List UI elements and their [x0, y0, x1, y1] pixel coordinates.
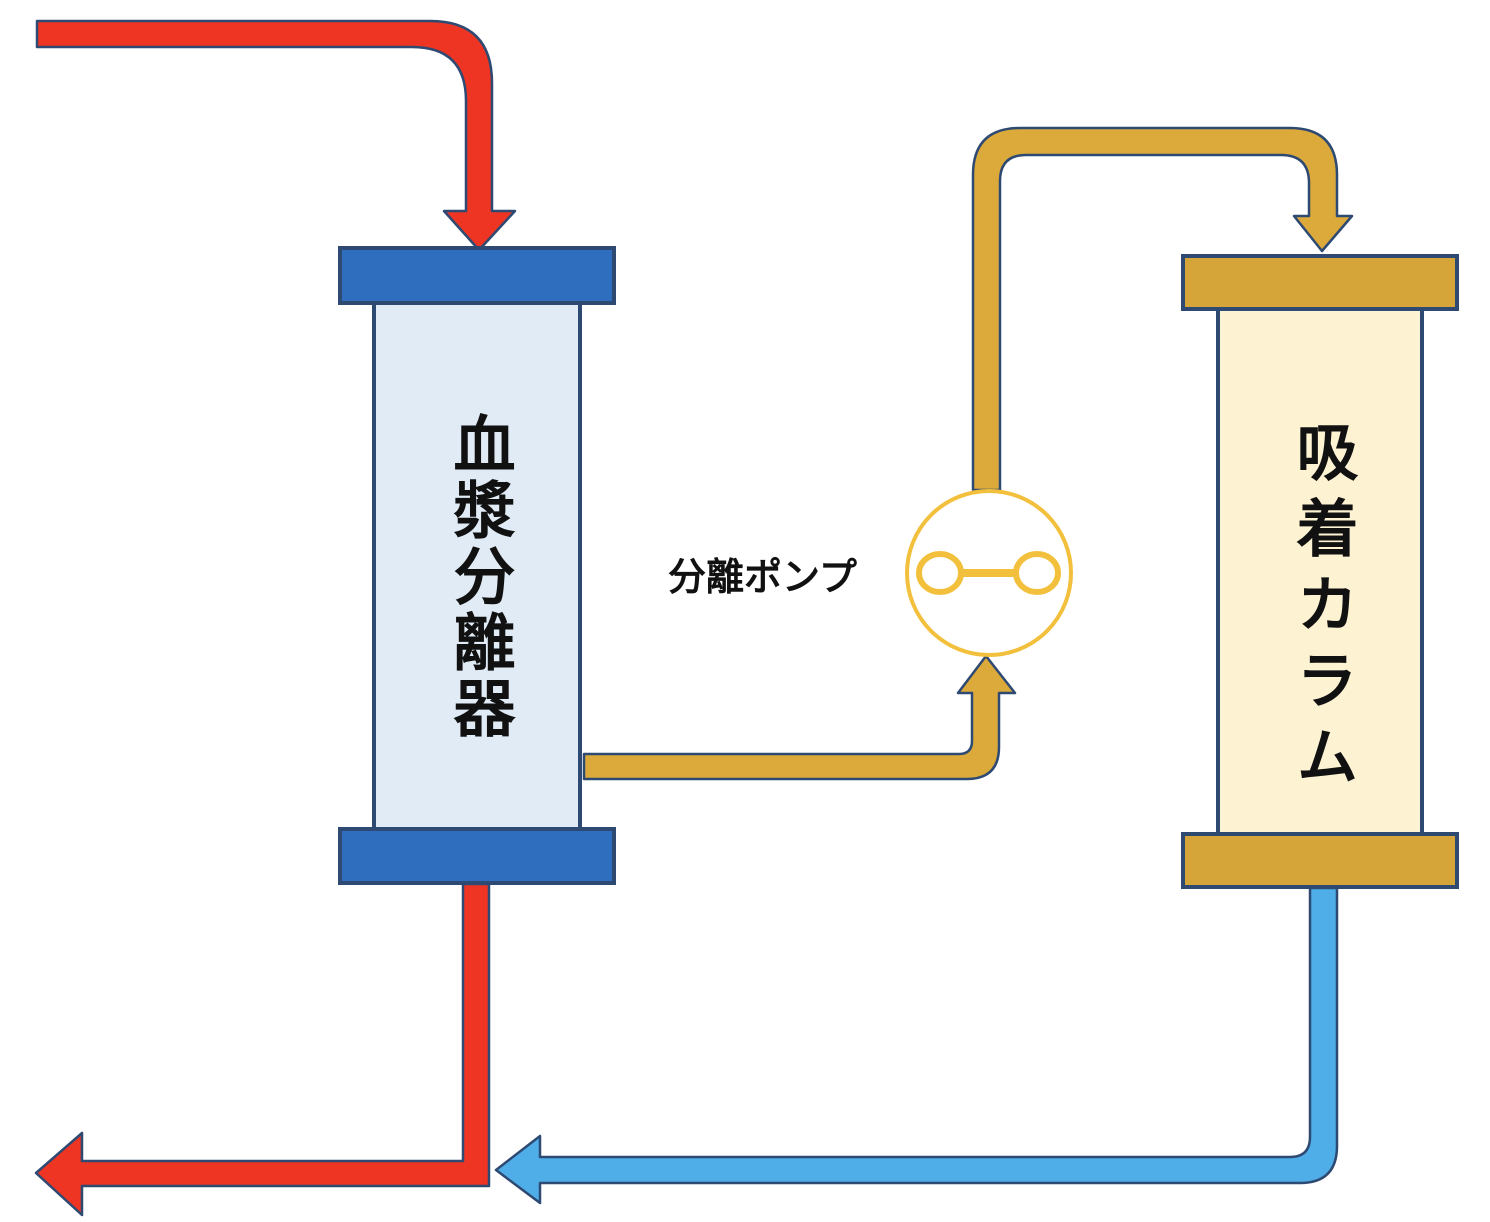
adsorption-column: 吸着カラム — [1181, 254, 1459, 889]
column-top-cap — [1181, 254, 1459, 311]
blood-inflow-arrow — [35, 19, 517, 252]
separator-top-cap — [338, 246, 616, 305]
separation-pump — [905, 489, 1073, 657]
column-label: 吸着カラム — [1286, 420, 1359, 800]
pump-symbol-icon — [916, 551, 1061, 595]
plasma-separator: 血漿分離器 — [338, 246, 616, 885]
separator-bottom-cap — [338, 827, 616, 885]
column-body — [1216, 304, 1424, 837]
return-line-arrow — [494, 886, 1339, 1205]
pump-label: 分離ポンプ — [668, 555, 857, 599]
separator-label: 血漿分離器 — [443, 412, 516, 742]
blood-outflow-arrow — [34, 882, 491, 1217]
plasma-line-to-column — [971, 126, 1354, 492]
column-bottom-cap — [1181, 832, 1459, 889]
plasma-line-to-pump — [582, 654, 1017, 781]
